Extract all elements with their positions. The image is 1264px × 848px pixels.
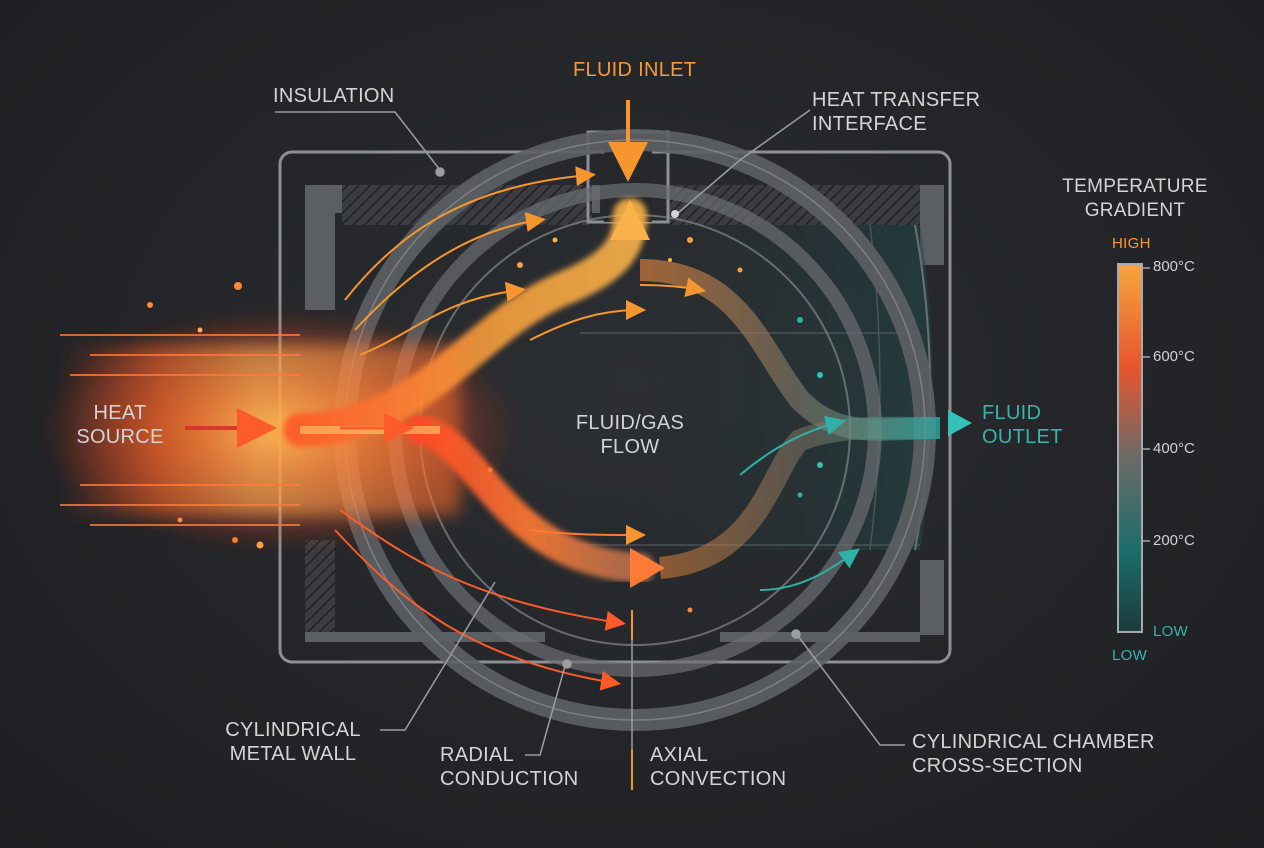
fluid-outlet-label: FLUID OUTLET [982,402,1063,448]
fluid-inlet-label: FLUID INLET [573,59,697,81]
cylindrical-metal-wall-label: CYLINDRICAL METAL WALL [225,719,361,765]
conduction-arrows [334,166,860,691]
insulation-label: INSULATION [273,85,395,107]
temperature-scale-bar [1117,263,1150,633]
leader-lines [275,109,905,782]
heat-transfer-interface-label: HEAT TRANSFER INTERFACE [812,89,981,135]
scale-low-label-inner: LOW [1153,623,1189,640]
upper-hot-flow [283,198,647,447]
heat-source-rays [60,334,300,526]
tick-400: 400°C [1153,440,1195,457]
spark-particles [147,237,823,613]
chamber-cross-section-label: CYLINDRICAL CHAMBER CROSS-SECTION [912,731,1155,777]
radial-conduction-label: RADIAL CONDUCTION [440,744,579,790]
lower-hot-flow [405,415,655,583]
scale-high-label: HIGH [1112,235,1151,252]
axial-convection-label: AXIAL CONVECTION [650,744,787,790]
heat-source-label: HEAT SOURCE [76,402,164,448]
scale-low-label-outer: LOW [1112,647,1148,664]
temperature-gradient-title: TEMPERATURE GRADIENT [1062,176,1208,221]
fluid-gas-flow-label: FLUID/GAS FLOW [575,412,685,458]
tick-600: 600°C [1153,348,1195,365]
tick-800: 800°C [1153,258,1195,275]
tick-200: 200°C [1153,532,1195,549]
